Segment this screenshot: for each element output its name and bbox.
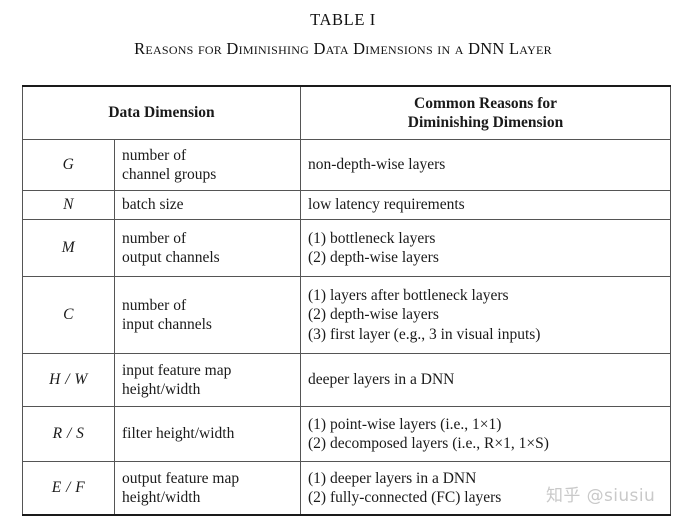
row-symbol: G xyxy=(22,139,115,191)
column-header-reasons-line-2: Diminishing Dimension xyxy=(407,114,564,131)
header-row: Data Dimension Common Reasons for Dimini… xyxy=(21,85,672,140)
table-title: Reasons for Diminishing Data Dimensions … xyxy=(134,39,552,59)
row-reasons: (1) deeper layers in a DNN (2) fully-con… xyxy=(300,461,672,516)
row-reason-line-1: low latency requirements xyxy=(308,196,465,214)
row-description: number of output channels xyxy=(113,219,302,277)
row-description-line-2: channel groups xyxy=(122,166,217,183)
row-reason-line-1: (1) deeper layers in a DNN xyxy=(308,469,477,487)
row-description-line-1: number of xyxy=(122,229,187,247)
row-description-line-2: height/width xyxy=(122,381,201,398)
table-caption: TABLE I Reasons for Diminishing Data Dim… xyxy=(0,0,686,60)
row-description-line-1: number of xyxy=(122,146,187,164)
row-description-line-1: batch size xyxy=(122,196,184,214)
row-symbol: H / W xyxy=(22,353,115,407)
row-reasons: deeper layers in a DNN xyxy=(300,353,672,407)
row-description-line-2: height/width xyxy=(122,489,201,506)
row-description: number of input channels xyxy=(113,276,302,354)
row-description-line-2: input channels xyxy=(122,316,212,333)
row-reasons: (1) point-wise layers (i.e., 1×1) (2) de… xyxy=(300,406,672,462)
table-container: Data Dimension Common Reasons for Dimini… xyxy=(21,85,672,516)
row-reason-line-2: (2) fully-connected (FC) layers xyxy=(308,489,502,506)
row-reason-line-1: non-depth-wise layers xyxy=(308,156,446,174)
row-reasons: non-depth-wise layers xyxy=(300,139,672,191)
column-header-data-dimension: Data Dimension xyxy=(21,85,302,140)
row-description-line-1: number of xyxy=(122,296,187,314)
column-header-reasons-line-1: Common Reasons for xyxy=(414,94,557,112)
row-reason-line-1: (1) bottleneck layers xyxy=(308,229,436,247)
table-row: E / F output feature map height/width (1… xyxy=(22,461,672,516)
table-number: TABLE I xyxy=(310,10,376,29)
row-description: batch size xyxy=(113,190,302,220)
column-header-common-reasons: Common Reasons for Diminishing Dimension xyxy=(300,85,672,140)
row-description-line-2: output channels xyxy=(122,249,220,266)
row-description: number of channel groups xyxy=(113,139,302,191)
table-row: G number of channel groups non-depth-wis… xyxy=(22,139,672,191)
row-reason-line-1: (1) layers after bottleneck layers xyxy=(308,287,509,305)
row-description-line-1: filter height/width xyxy=(122,425,235,443)
reasons-table: Data Dimension Common Reasons for Dimini… xyxy=(21,85,672,516)
row-description: filter height/width xyxy=(113,406,302,462)
row-description: output feature map height/width xyxy=(113,461,302,516)
row-reason-line-1: (1) point-wise layers (i.e., 1×1) xyxy=(308,415,502,433)
row-reason-line-2: (2) depth-wise layers xyxy=(308,249,439,266)
row-description: input feature map height/width xyxy=(113,353,302,407)
row-reasons: (1) bottleneck layers (2) depth-wise lay… xyxy=(300,219,672,277)
row-reason-line-2: (2) decomposed layers (i.e., R×1, 1×S) xyxy=(308,435,549,452)
row-reasons: low latency requirements xyxy=(300,190,672,220)
row-description-line-1: input feature map xyxy=(122,361,232,379)
row-symbol: C xyxy=(22,276,115,354)
table-row: H / W input feature map height/width dee… xyxy=(22,353,672,407)
table-row: N batch size low latency requirements xyxy=(22,190,672,220)
table-head: Data Dimension Common Reasons for Dimini… xyxy=(21,85,672,140)
row-symbol: R / S xyxy=(22,406,115,462)
row-description-line-1: output feature map xyxy=(122,469,240,487)
table-body: G number of channel groups non-depth-wis… xyxy=(22,139,672,516)
table-row: R / S filter height/width (1) point-wise… xyxy=(22,406,672,462)
row-reason-line-3: (3) first layer (e.g., 3 in visual input… xyxy=(308,325,541,343)
row-symbol: N xyxy=(22,190,115,220)
row-reason-line-2: (2) depth-wise layers xyxy=(308,306,439,324)
row-symbol: E / F xyxy=(22,461,115,516)
row-symbol: M xyxy=(22,219,115,277)
table-row: M number of output channels (1) bottlene… xyxy=(22,219,672,277)
table-row: C number of input channels (1) layers af… xyxy=(22,276,672,354)
row-reason-line-1: deeper layers in a DNN xyxy=(308,371,455,389)
row-reasons: (1) layers after bottleneck layers (2) d… xyxy=(300,276,672,354)
